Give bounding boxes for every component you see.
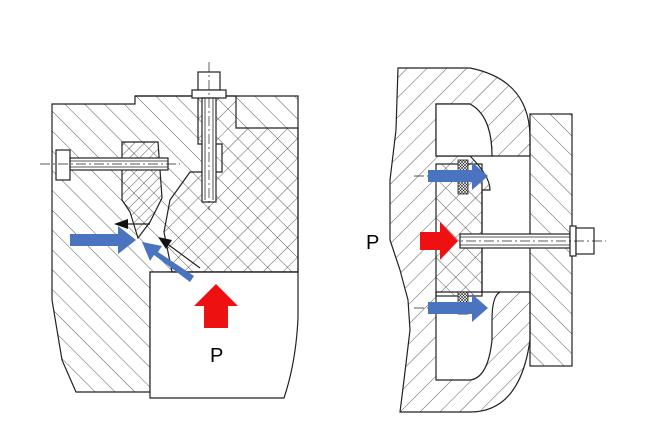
pressure-arrow-icon [194,284,238,328]
reaction-arrow-icon [114,219,128,229]
left-pressure-chamber [149,271,299,399]
right-pressure-label: P [366,232,379,254]
left-screw-head [55,149,71,181]
seal-force-arrow-icon [70,226,136,254]
left-assembly: P [40,62,299,399]
left-bolt-shank [201,97,217,203]
seal-force-arrow-icon [428,162,488,190]
right-vessel-bore [435,103,493,157]
left-pressure-label: P [210,345,223,367]
seal-force-arrow-icon [428,294,488,322]
right-assembly: P [366,67,606,413]
seal-force-arrow-icon [142,242,194,282]
pressure-arrow-icon [420,222,458,260]
reaction-arrow-icon [158,237,172,249]
